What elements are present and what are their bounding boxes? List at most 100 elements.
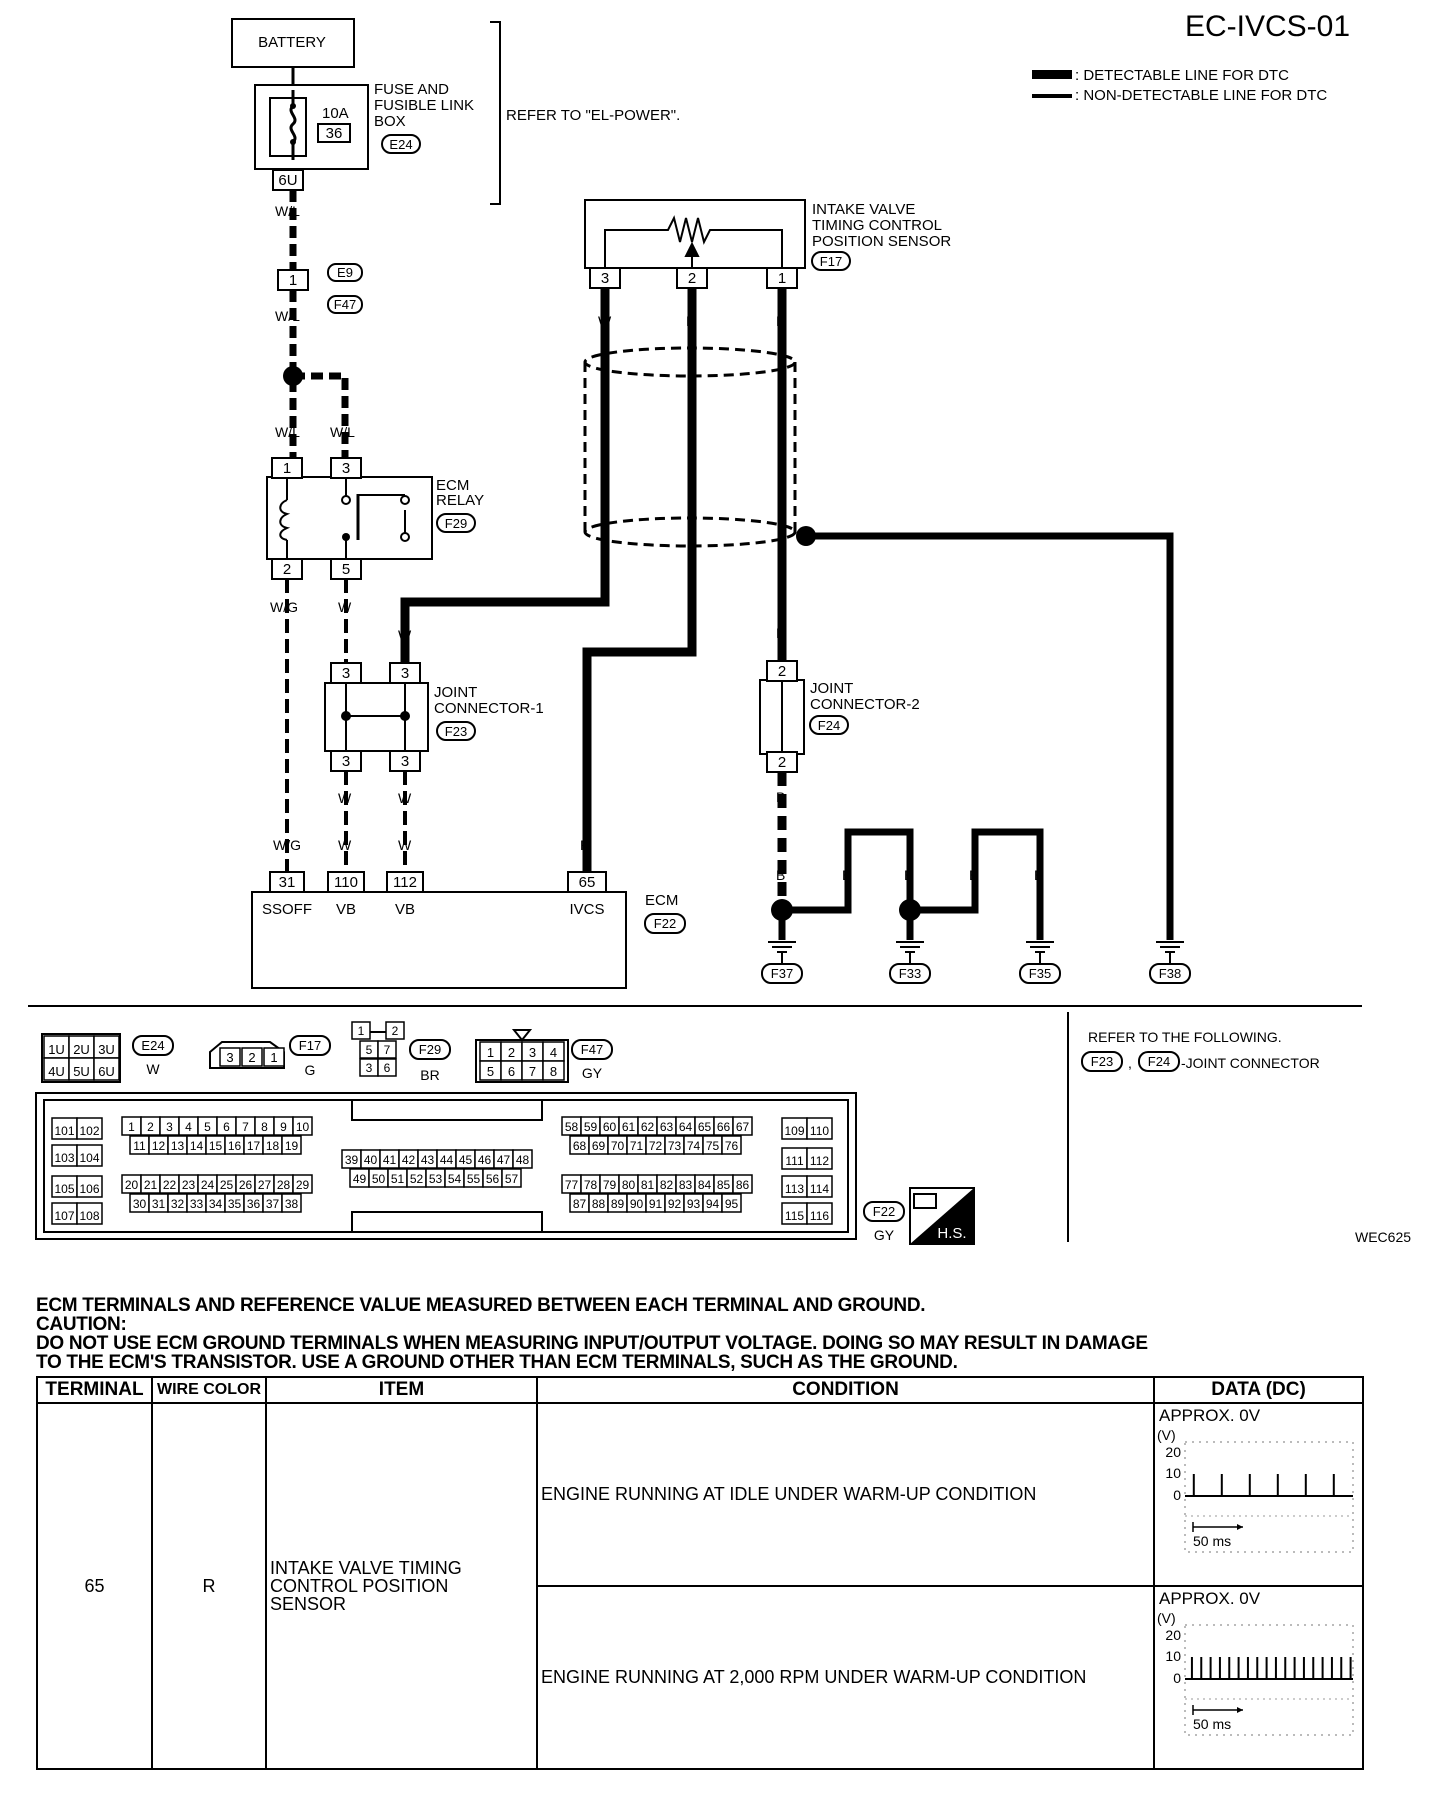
f29-pin-6: 6: [384, 1061, 391, 1075]
f29-pin-5: 5: [366, 1043, 373, 1057]
f22-pin-62: 62: [641, 1120, 655, 1134]
relay-conn: F29: [445, 516, 467, 531]
ecm-pin-65: 65: [579, 874, 596, 891]
f22-pin-25: 25: [220, 1178, 234, 1192]
note-line-1: ECM TERMINALS AND REFERENCE VALUE MEASUR…: [36, 1295, 926, 1316]
svg-text:TIMING CONTROL: TIMING CONTROL: [812, 217, 942, 234]
f22-pin-8: 8: [261, 1120, 268, 1134]
f22-pin-115: 115: [785, 1209, 804, 1223]
scope-time-label: 50 ms: [1193, 1716, 1231, 1732]
f22-pin-102: 102: [79, 1124, 99, 1138]
header-terminal: TERMINAL: [36, 1376, 153, 1404]
f47-pin-6: 6: [508, 1064, 515, 1079]
battery-box: [231, 18, 355, 68]
svg-text:E9: E9: [337, 265, 353, 280]
scope-tick-20: 20: [1165, 1444, 1181, 1460]
svg-text:B: B: [776, 625, 785, 641]
f22-pin-109: 109: [784, 1124, 804, 1138]
f22-pin-72: 72: [649, 1139, 663, 1153]
fuse-number: 36: [326, 125, 343, 142]
f22-pin-38: 38: [285, 1197, 299, 1211]
svg-text:1: 1: [778, 270, 786, 287]
f22-pin-24: 24: [201, 1178, 215, 1192]
f22-pin-5: 5: [204, 1120, 211, 1134]
f22-pin-45: 45: [459, 1153, 473, 1167]
f22-pin-59: 59: [584, 1120, 598, 1134]
f22-pin-55: 55: [467, 1172, 481, 1186]
f47-connector-id: F47: [581, 1042, 603, 1057]
svg-text:F24: F24: [1148, 1054, 1170, 1069]
f22-pin-22: 22: [163, 1178, 177, 1192]
f22-pin-86: 86: [736, 1178, 750, 1192]
f22-pin-29: 29: [296, 1178, 310, 1192]
data-approx-2000rpm: APPROX. 0V: [1159, 1589, 1261, 1608]
f47-pin-3: 3: [529, 1045, 536, 1060]
f22-pin-41: 41: [383, 1153, 397, 1167]
f22-pin-30: 30: [133, 1197, 147, 1211]
f22-pin-43: 43: [421, 1153, 435, 1167]
f22-pin-51: 51: [391, 1172, 405, 1186]
f22-pin-26: 26: [239, 1178, 253, 1192]
page-code: EC-IVCS-01: [1185, 10, 1350, 43]
scope-unit: (V): [1157, 1610, 1176, 1626]
legend-detectable-swatch: [1032, 70, 1072, 79]
f47-color: GY: [582, 1065, 603, 1081]
caution-notes: ECM TERMINALS AND REFERENCE VALUE MEASUR…: [36, 1296, 1296, 1372]
svg-text:,: ,: [1128, 1055, 1132, 1071]
hs-label: H.S.: [937, 1225, 966, 1242]
svg-text:3: 3: [401, 753, 409, 770]
svg-text:RELAY: RELAY: [436, 492, 484, 509]
svg-text:R: R: [580, 837, 590, 853]
cell-terminal: 65: [36, 1402, 153, 1770]
f22-pin-106: 106: [79, 1182, 99, 1196]
f22-pin-7: 7: [242, 1120, 249, 1134]
f22-pin-56: 56: [486, 1172, 500, 1186]
ecm-pin-31: 31: [279, 874, 296, 891]
f22-pin-116: 116: [810, 1209, 829, 1223]
ecm-relay: [266, 476, 433, 560]
scope-tick-0: 0: [1173, 1670, 1181, 1686]
f22-pin-69: 69: [592, 1139, 606, 1153]
svg-text:2: 2: [778, 663, 786, 680]
figure-code: WEC625: [1355, 1229, 1411, 1245]
scope-tick-0: 0: [1173, 1487, 1181, 1503]
f22-pin-4: 4: [185, 1120, 192, 1134]
f22-pin-33: 33: [190, 1197, 204, 1211]
ground-f33: F33: [899, 966, 921, 981]
f29-pin-7: 7: [384, 1043, 391, 1057]
scope-tick-10: 10: [1165, 1648, 1181, 1664]
f22-pin-85: 85: [717, 1178, 731, 1192]
f22-pin-61: 61: [622, 1120, 636, 1134]
header-condition: CONDITION: [536, 1376, 1155, 1404]
f22-pin-67: 67: [736, 1120, 750, 1134]
svg-text:W: W: [338, 837, 352, 853]
f22-pin-32: 32: [171, 1197, 185, 1211]
ecm-pin-112: 112: [393, 874, 417, 891]
svg-text:3: 3: [342, 753, 350, 770]
svg-text:FUSE AND: FUSE AND: [374, 81, 449, 98]
f22-pin-93: 93: [687, 1197, 701, 1211]
f22-pin-20: 20: [125, 1178, 139, 1192]
svg-text:W/G: W/G: [270, 599, 298, 615]
f22-pin-28: 28: [277, 1178, 291, 1192]
header-item: ITEM: [265, 1376, 538, 1404]
cell-condition-idle: ENGINE RUNNING AT IDLE UNDER WARM-UP CON…: [536, 1402, 1155, 1587]
f22-pin-35: 35: [228, 1197, 242, 1211]
f22-pin-27: 27: [258, 1178, 272, 1192]
f22-pin-57: 57: [505, 1172, 519, 1186]
f22-pin-81: 81: [641, 1178, 655, 1192]
legend-non-detectable-swatch: [1032, 94, 1072, 98]
ecm-conn: F22: [654, 916, 676, 931]
f22-pin-34: 34: [209, 1197, 223, 1211]
f22-pin-6: 6: [223, 1120, 230, 1134]
f22-pin-19: 19: [285, 1139, 299, 1153]
f22-pin-113: 113: [785, 1182, 804, 1196]
f22-pin-47: 47: [497, 1153, 511, 1167]
ecm-terminal-table: TERMINAL WIRE COLOR ITEM CONDITION DATA …: [36, 1376, 1364, 1770]
f22-pin-18: 18: [266, 1139, 280, 1153]
svg-text:CONNECTOR-2: CONNECTOR-2: [810, 696, 920, 713]
f47-pin-7: 7: [529, 1064, 536, 1079]
e24-color: W: [146, 1061, 160, 1077]
f22-pin-79: 79: [603, 1178, 617, 1192]
